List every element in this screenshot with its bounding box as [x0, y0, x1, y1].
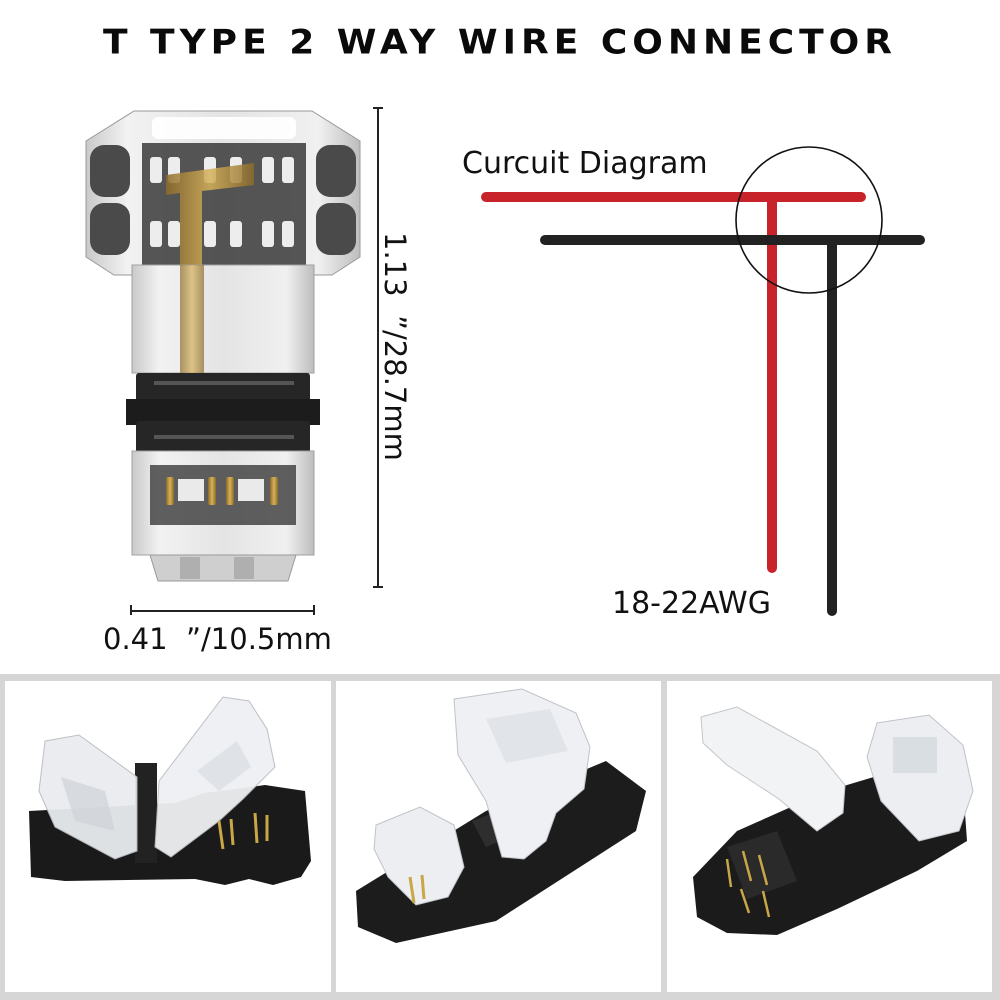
t-connector-icon [85, 110, 361, 582]
junction-highlight-circle [735, 146, 883, 294]
gallery-panel-2 [336, 681, 661, 992]
black-wire [540, 235, 925, 616]
circuit-diagram-title: Curcuit Diagram [462, 146, 708, 181]
connector-closed-angle-view-icon [356, 688, 646, 943]
page-title: T TYPE 2 WAY WIRE CONNECTOR [102, 23, 898, 62]
wire-gauge-label: 18-22AWG [612, 586, 771, 621]
height-dimension-cap-top [373, 107, 383, 109]
width-dimension-cap-left [130, 605, 132, 615]
gallery-panel-1 [5, 681, 331, 992]
connector-lid-open-angle-view-icon [693, 706, 974, 935]
circuit-diagram [481, 146, 925, 616]
width-dimension-cap-right [313, 605, 315, 615]
gallery-panel-3 [667, 681, 992, 992]
height-dimension-cap-bottom [373, 586, 383, 588]
width-dimension-line [130, 610, 314, 612]
connector-top-view-image [84, 105, 364, 585]
width-dimension-label: 0.41 ”/10.5mm [103, 622, 332, 656]
height-dimension-line [377, 107, 379, 587]
red-wire [481, 192, 866, 573]
connector-open-side-view-icon [29, 696, 311, 885]
